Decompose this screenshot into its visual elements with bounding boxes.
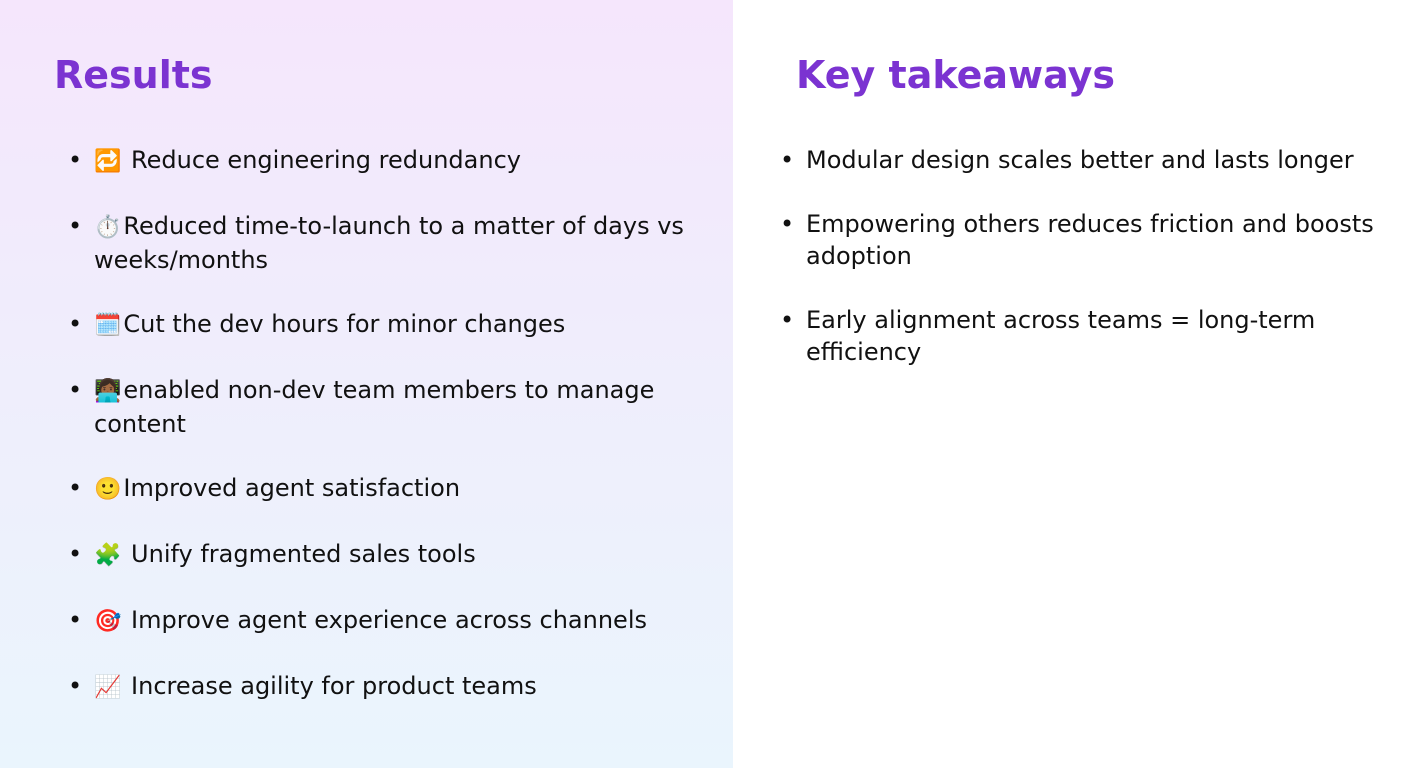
results-item: • 🎯 Improve agent experience across chann… [64,604,714,638]
results-panel: Results • 🔁 Reduce engineering redundancy… [0,0,733,768]
bullet: • [68,540,83,568]
takeaway-item-text: Early alignment across teams = long-term… [806,306,1316,366]
results-item: • 🗓️Cut the dev hours for minor changes [64,308,714,342]
repeat-icon: 🔁 [94,149,122,174]
results-item-text: Reduced time-to-launch to a matter of da… [94,212,684,274]
takeaway-item: • Empowering others reduces friction and … [776,208,1406,272]
stopwatch-icon: ⏱️ [94,215,122,240]
smiley-icon: 🙂 [94,477,122,502]
bullet: • [68,376,83,404]
bullet: • [68,672,83,700]
results-item-text: Improve agent experience across channels [123,606,647,634]
bullet: • [68,212,83,240]
takeaway-item-text: Empowering others reduces friction and b… [806,210,1374,270]
bullet: • [68,146,83,174]
results-item-text: Reduce engineering redundancy [123,146,521,174]
takeaways-panel: Key takeaways • Modular design scales bet… [733,0,1416,768]
takeaways-list: • Modular design scales better and lasts … [776,144,1406,400]
results-heading: Results [54,53,213,97]
results-item-text: Unify fragmented sales tools [123,540,476,568]
bullet: • [780,210,795,238]
puzzle-piece-icon: 🧩 [94,543,122,568]
results-item: • 🔁 Reduce engineering redundancy [64,144,714,178]
calendar-icon: 🗓️ [94,313,122,338]
results-item-text: enabled non-dev team members to manage c… [94,376,655,438]
bullet: • [780,306,795,334]
chart-increasing-icon: 📈 [94,675,122,700]
takeaway-item: • Early alignment across teams = long-ter… [776,304,1406,368]
results-item: • 🙂Improved agent satisfaction [64,472,714,506]
bullet: • [68,606,83,634]
results-item-text: Cut the dev hours for minor changes [123,310,566,338]
technologist-icon: 👩🏾‍💻 [94,379,122,404]
results-item: • 👩🏾‍💻enabled non-dev team members to man… [64,374,714,440]
results-item-text: Improved agent satisfaction [123,474,461,502]
bullet: • [68,474,83,502]
results-item: • 📈 Increase agility for product teams [64,670,714,704]
target-icon: 🎯 [94,609,122,634]
results-item-text: Increase agility for product teams [123,672,537,700]
bullet: • [780,146,795,174]
results-item: • ⏱️Reduced time-to-launch to a matter of… [64,210,714,276]
bullet: • [68,310,83,338]
takeaway-item-text: Modular design scales better and lasts l… [806,146,1354,174]
results-list: • 🔁 Reduce engineering redundancy • ⏱️Redu… [64,144,714,736]
takeaways-heading: Key takeaways [796,53,1115,97]
takeaway-item: • Modular design scales better and lasts … [776,144,1406,176]
results-item: • 🧩 Unify fragmented sales tools [64,538,714,572]
